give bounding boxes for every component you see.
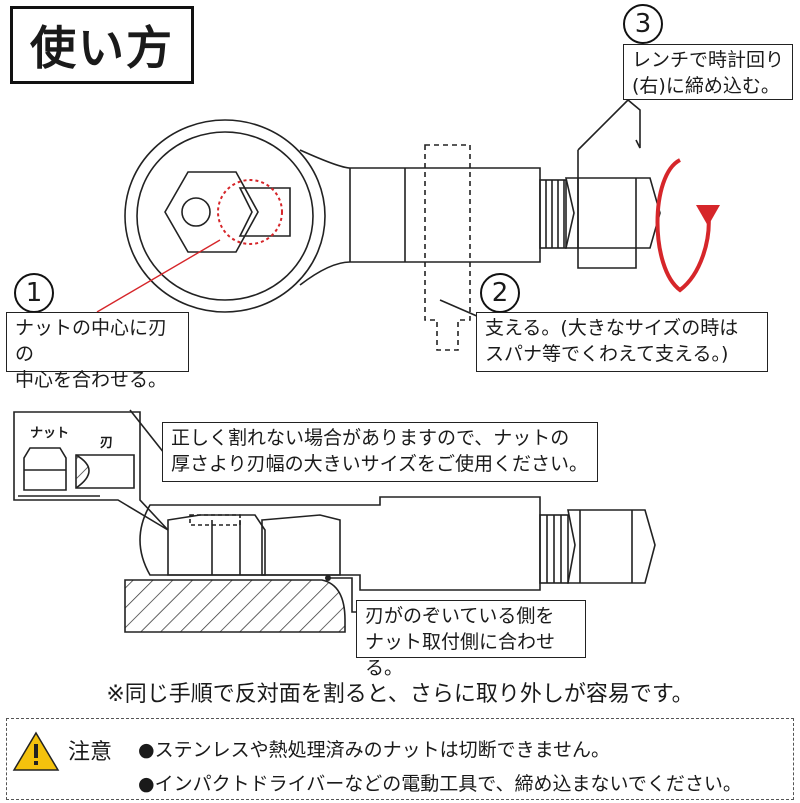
splitter-body — [299, 149, 541, 286]
rotation-arrow-icon — [655, 158, 711, 293]
inset-nut-label: ナット — [30, 426, 70, 441]
caution-item-2: ●インパクトドライバーなどの電動工具で、締め込まないでください。 — [138, 773, 742, 795]
step-1-line-2: 中心を合わせる。 — [15, 369, 168, 391]
splitter-ring-inner — [136, 131, 314, 301]
step-2-callout: 支える。(大きなサイズの時は スパナ等でくわえて支える。) — [476, 312, 768, 372]
additional-note: ※同じ手順で反対面を割ると、さらに取り外しが容易です。 — [106, 682, 694, 707]
side-line-1: 刃がのぞいている側を — [365, 605, 555, 627]
thickness-line-2: 厚さより刃幅の大きいサイズをご使用ください。 — [171, 453, 589, 475]
step-3-line-2: (右)に締め込む。 — [632, 75, 780, 97]
step-2-number: 2 — [480, 273, 520, 313]
caution-title: 注意 — [68, 740, 113, 765]
nut-hex — [164, 171, 259, 253]
caution-item-1: ●ステンレスや熱処理済みのナットは切断できません。 — [138, 739, 611, 761]
step-3-number: 3 — [623, 4, 663, 44]
side-line-2: ナット取付側に合わせる。 — [365, 631, 556, 679]
thickness-line-1: 正しく割れない場合がありますので、ナットの — [171, 427, 570, 449]
step-1-number: 1 — [14, 273, 54, 313]
step-3-callout: レンチで時計回り (右)に締め込む。 — [623, 44, 793, 100]
page-title: 使い方 — [10, 6, 194, 84]
alignment-marker — [217, 179, 283, 245]
inset-blade-label: 刃 — [100, 436, 114, 451]
splitter-ring-outer — [124, 119, 326, 313]
step-2-line-1: 支える。(大きなサイズの時は — [485, 317, 739, 339]
step-2-line-2: スパナ等でくわえて支える。) — [485, 343, 729, 365]
caution-box — [6, 718, 794, 800]
step-1-callout: ナットの中心に刃の 中心を合わせる。 — [6, 312, 189, 391]
step-3-line-1: レンチで時計回り — [632, 49, 785, 71]
thickness-callout: 正しく割れない場合がありますので、ナットの 厚さより刃幅の大きいサイズをご使用く… — [162, 422, 598, 482]
step-1-line-1: ナットの中心に刃の — [15, 317, 168, 365]
side-callout: 刃がのぞいている側を ナット取付側に合わせる。 — [356, 600, 586, 679]
